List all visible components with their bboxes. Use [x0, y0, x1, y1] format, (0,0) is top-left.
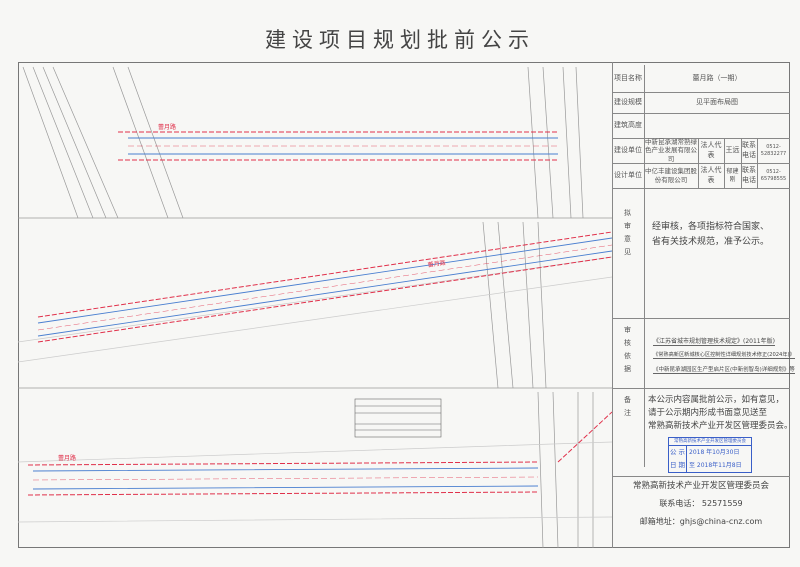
- basis-item: 《江苏省城市规划管理技术规定》(2011年版): [653, 338, 775, 346]
- drawing-info-table: [354, 398, 442, 438]
- builder-phone: 0512-52832277: [760, 144, 787, 157]
- road-label-1: 蕾月路: [158, 123, 176, 131]
- base-map: [18, 66, 612, 548]
- designer-phone-label: 联系电话: [742, 166, 756, 184]
- publicity-date-stamp: 常熟高新技术产业开发区管理委员会 公 示 日 期 2018 年10月30日 至 …: [668, 437, 752, 473]
- basis-label: 审核依据: [623, 326, 632, 378]
- stamp-date-to: 至 2018年11月8日: [689, 462, 742, 469]
- page-title: 建设项目规划批前公示: [265, 28, 535, 52]
- document-frame: [18, 62, 790, 548]
- footer-phone: 联系电话： 52571559: [659, 499, 743, 508]
- opinion-text: 经审核，各项指标符合国家、省有关技术规范，准予公示。: [652, 222, 770, 247]
- road-label-2: 蕾月路: [427, 259, 446, 269]
- remark-line: 请于公示期内形成书面意见送至: [648, 408, 768, 418]
- designer-name: 中亿丰建设集团股份有限公司: [645, 167, 697, 184]
- scale-label: 建设规模: [614, 97, 642, 106]
- builder-rep-label: 法人代表: [700, 141, 722, 159]
- basis-item: 《中新昆承湖园区生产型启片区(中新创智岛)详细规划》等: [653, 367, 795, 374]
- scale-value: 见平面布局图: [696, 97, 738, 106]
- remark-line: 常熟高新技术产业开发区管理委员会。: [648, 421, 793, 431]
- remark-label: 备注: [623, 396, 632, 422]
- opinion-label: 拟审意见: [623, 209, 632, 261]
- basis-item: 《常熟高新区新城核心区控制性详细规划技术修正(2024年)》: [653, 352, 795, 359]
- designer-phone: 0512-65798555: [760, 169, 787, 182]
- project-name: 蕾月路（一期）: [692, 73, 742, 82]
- road-redlines: [27, 131, 612, 496]
- footer-email: 邮箱地址：ghjs@china-cnz.com: [639, 517, 763, 526]
- stamp-label: 日 期: [669, 461, 686, 469]
- road-plan-drawing: 蕾月路 蕾月路 蕾月路: [18, 66, 612, 548]
- builder-phone-label: 联系电话: [742, 141, 756, 159]
- builder-rep: 王远: [725, 145, 740, 154]
- height-label: 建筑高度: [614, 120, 642, 129]
- stamp-header: 常熟高新技术产业开发区管理委员会: [669, 438, 751, 446]
- road-label-3: 蕾月路: [58, 454, 76, 462]
- designer-rep: 郁建刚: [726, 167, 739, 183]
- project-name-label: 项目名称: [614, 73, 642, 82]
- builder-name: 中新昆承湖常熟绿色产业发展有限公司: [645, 137, 697, 163]
- designer-label: 设计单位: [614, 170, 642, 179]
- footer-org: 常熟高新技术产业开发区管理委员会: [632, 481, 769, 491]
- remark-line: 本公示内容属批前公示，如有意见，: [648, 395, 785, 405]
- designer-rep-label: 法人代表: [700, 166, 722, 184]
- builder-label: 建设单位: [614, 145, 642, 154]
- stamp-date-from: 2018 年10月30日: [689, 449, 740, 456]
- stamp-label: 公 示: [669, 448, 686, 456]
